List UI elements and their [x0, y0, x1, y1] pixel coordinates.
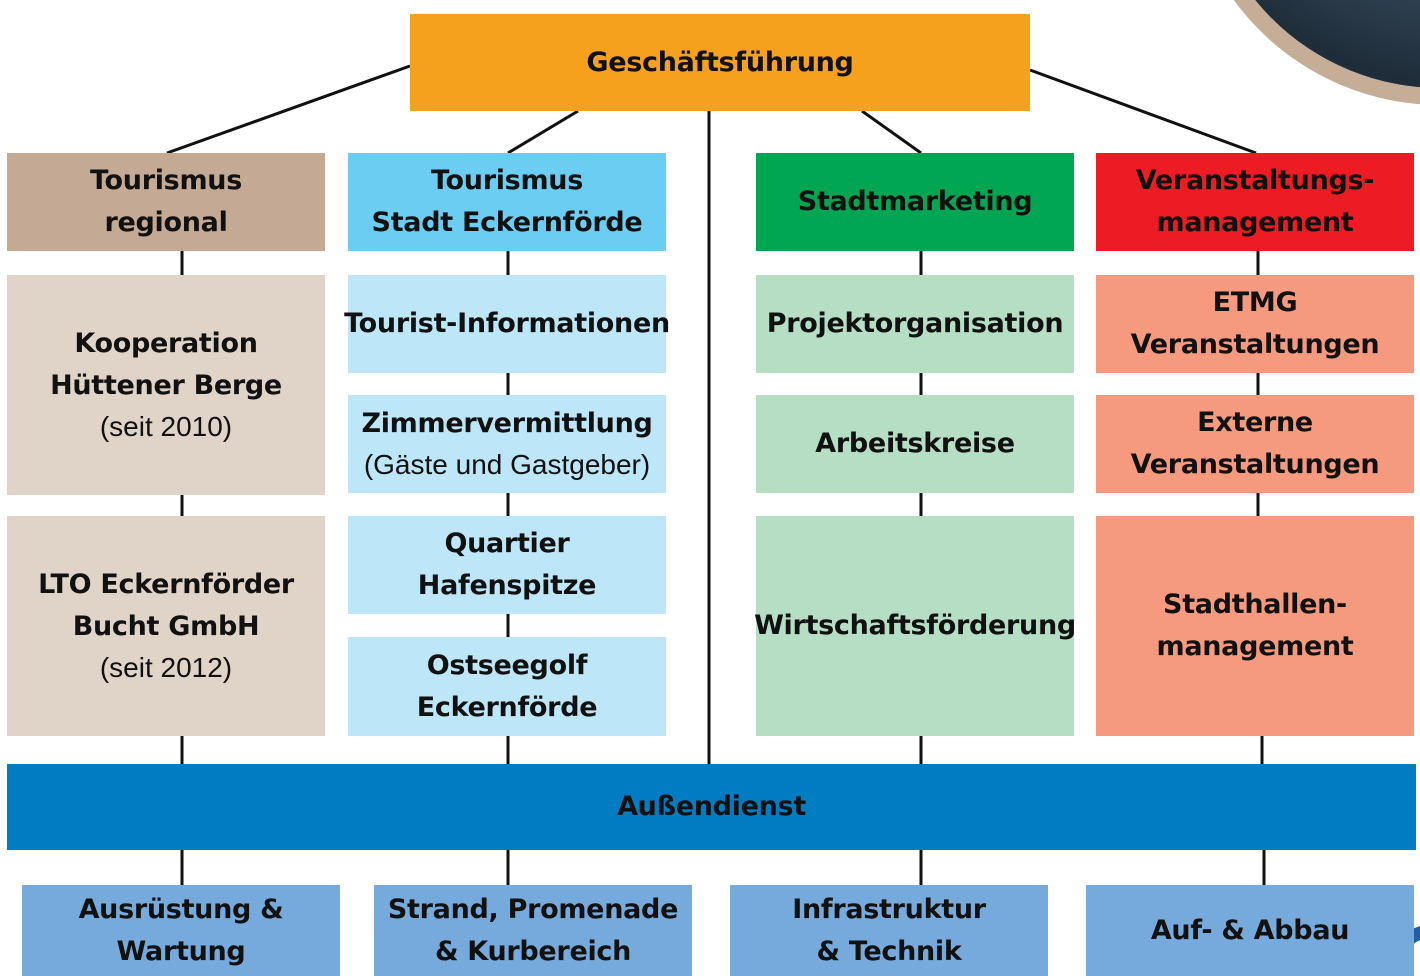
bottom-box-4: Auf- & Abbau: [1086, 885, 1414, 976]
col1-header-line1: Tourismus: [90, 165, 242, 196]
col2-header: Tourismus Stadt Eckernförde: [348, 153, 666, 251]
col1-item-1-line1: Kooperation: [74, 328, 258, 359]
col4-item-2: Externe Veranstaltungen: [1096, 395, 1414, 493]
col1-item-1-note: (seit 2010): [99, 411, 233, 442]
col3-item-3: Wirtschaftsförderung: [754, 516, 1076, 736]
col4-item-1-line2: Veranstaltungen: [1130, 329, 1380, 360]
col1-item-2-note: (seit 2012): [99, 652, 233, 683]
col1-item-1-line2: Hüttener Berge: [50, 370, 282, 401]
col4-item-2-line1: Externe: [1197, 407, 1313, 438]
col2-item-2-line1: Zimmervermittlung: [361, 408, 653, 439]
col3-item-1: Projektorganisation: [756, 275, 1074, 373]
col4-item-1: ETMG Veranstaltungen: [1096, 275, 1414, 373]
bottom-box-3-line1: Infrastruktur: [792, 893, 986, 925]
bottom-box-3: Infrastruktur & Technik: [730, 885, 1048, 976]
col4-item-3: Stadthallen- management: [1096, 516, 1414, 736]
col2-item-4-line2: Eckernförde: [416, 691, 598, 723]
col2-item-1: Tourist-Informationen: [344, 275, 670, 373]
col3-item-2-line1: Arbeitskreise: [815, 428, 1015, 459]
col2-item-2: Zimmervermittlung (Gäste und Gastgeber): [348, 395, 666, 493]
col3-item-3-line1: Wirtschaftsförderung: [754, 610, 1076, 641]
col3-item-2: Arbeitskreise: [756, 395, 1074, 493]
col2-item-4-line1: Ostseegolf: [426, 649, 588, 681]
bottom-box-3-line2: & Technik: [816, 935, 962, 967]
col3-header-line1: Stadtmarketing: [797, 186, 1033, 217]
bottom-box-1-line1: Ausrüstung &: [78, 893, 284, 925]
col2-item-3: Quartier Hafenspitze: [348, 516, 666, 614]
col4-item-3-line2: management: [1156, 631, 1354, 662]
bottom-box-1-line2: Wartung: [116, 935, 246, 967]
col4-item-2-line2: Veranstaltungen: [1130, 449, 1380, 480]
col4-header-line2: management: [1156, 207, 1354, 238]
bottom-box-4-line1: Auf- & Abbau: [1150, 914, 1350, 946]
field-service-title: Außendienst: [617, 791, 806, 822]
management-title: Geschäftsführung: [586, 46, 854, 78]
management-box: Geschäftsführung: [410, 14, 1030, 111]
bottom-box-1: Ausrüstung & Wartung: [22, 885, 340, 976]
field-service-bar: Außendienst: [7, 764, 1416, 850]
col2-header-line2: Stadt Eckernförde: [371, 207, 643, 238]
col4-header: Veranstaltungs- management: [1096, 153, 1414, 251]
col4-item-1-line1: ETMG: [1212, 287, 1298, 318]
bottom-box-2: Strand, Promenade & Kurbereich: [374, 885, 692, 976]
col2-header-line1: Tourismus: [431, 165, 583, 196]
bottom-box-2-line1: Strand, Promenade: [387, 893, 679, 925]
col1-item-1: Kooperation Hüttener Berge (seit 2010): [7, 275, 325, 495]
col2-item-2-note: (Gäste und Gastgeber): [363, 449, 651, 480]
col1-header-line2: regional: [104, 207, 228, 238]
col2-item-3-line2: Hafenspitze: [417, 570, 597, 601]
bottom-box-2-line2: & Kurbereich: [434, 935, 632, 967]
col4-item-3-line1: Stadthallen-: [1163, 589, 1347, 620]
col1-item-2-line2: Bucht GmbH: [72, 611, 260, 642]
col2-item-4: Ostseegolf Eckernförde: [348, 637, 666, 736]
col1-header: Tourismus regional: [7, 153, 325, 251]
col4-header-line1: Veranstaltungs-: [1135, 165, 1375, 196]
corner-photo-decoration: [1233, 0, 1420, 105]
col2-item-3-line1: Quartier: [444, 528, 570, 559]
col2-item-1-line1: Tourist-Informationen: [344, 308, 670, 339]
col1-item-2-line1: LTO Eckernförder: [38, 569, 294, 600]
col3-header: Stadtmarketing: [756, 153, 1074, 251]
col3-item-1-line1: Projektorganisation: [766, 308, 1064, 339]
col1-item-2: LTO Eckernförder Bucht GmbH (seit 2012): [7, 516, 325, 736]
